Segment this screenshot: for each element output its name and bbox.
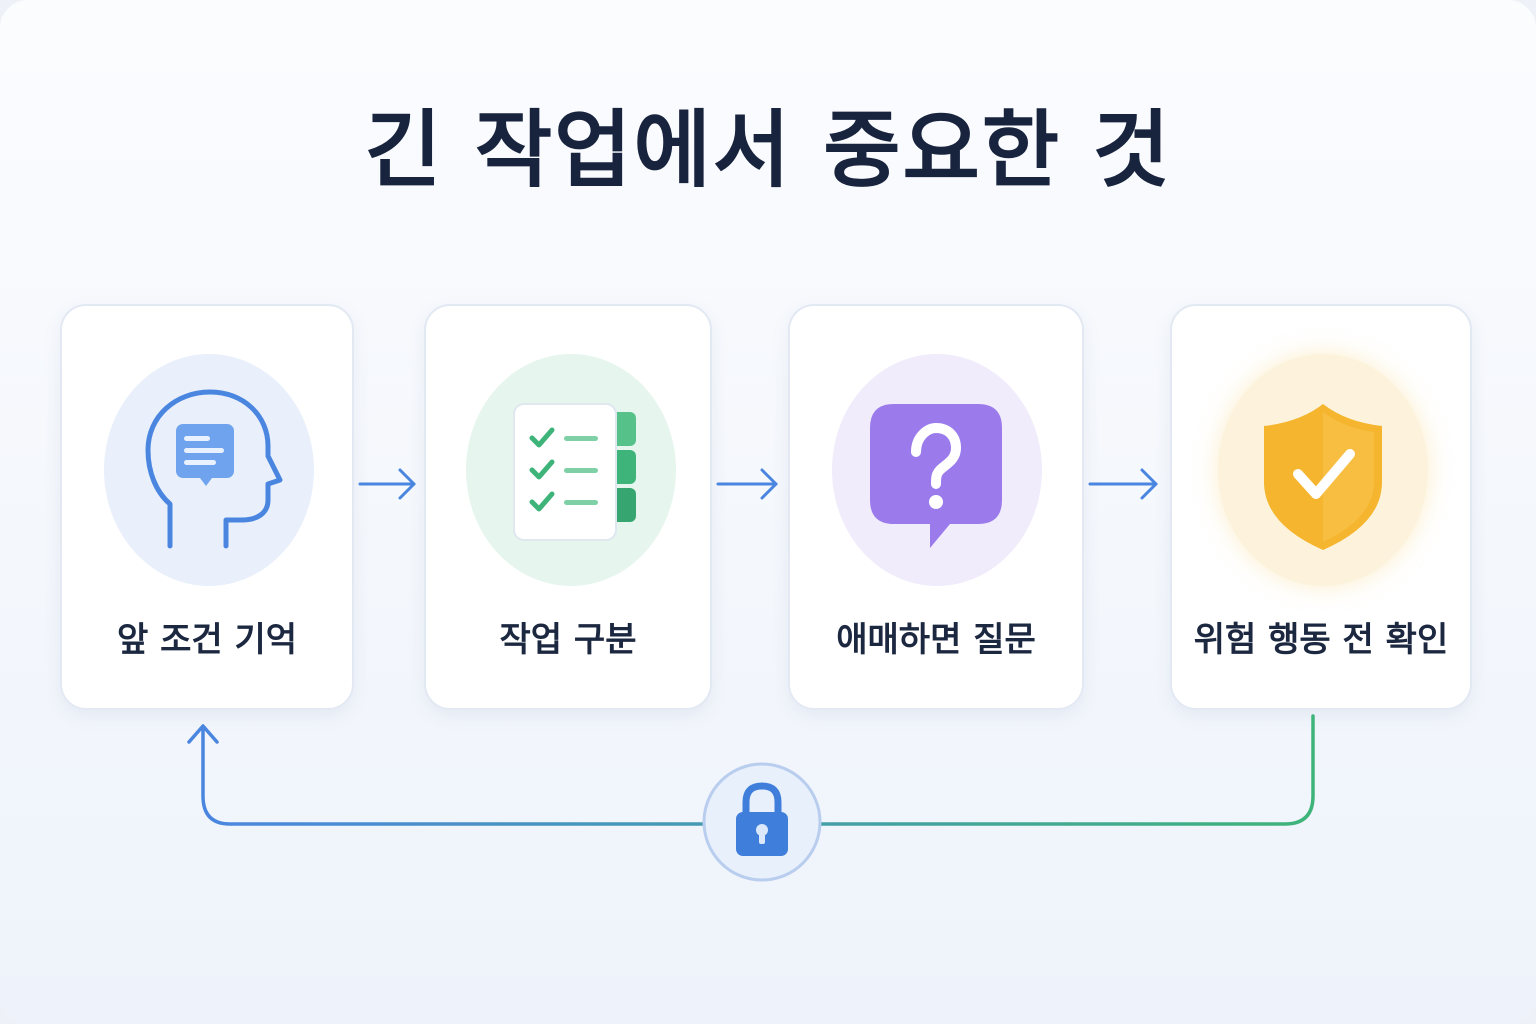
step-label: 작업 구분 (499, 620, 637, 660)
lock-icon (702, 762, 822, 882)
step-label: 위험 행동 전 확인 (1193, 620, 1449, 660)
shield-check-icon (1264, 404, 1382, 550)
arrow-3-to-4 (1088, 468, 1158, 500)
question-bubble-icon (870, 404, 1002, 548)
arrow-2-to-3 (716, 468, 778, 500)
step-card-confirm-before-risk: 위험 행동 전 확인 (1170, 304, 1472, 710)
icon-circle (466, 354, 676, 586)
icon-circle (832, 354, 1042, 586)
icon-circle (104, 354, 314, 586)
step-label: 애매하면 질문 (836, 620, 1036, 660)
step-card-remember-conditions: 앞 조건 기억 (60, 304, 354, 710)
page-title: 긴 작업에서 중요한 것 (364, 101, 1172, 199)
arrow-1-to-2 (358, 468, 416, 500)
step-card-separate-tasks: 작업 구분 (424, 304, 712, 710)
step-card-ask-if-unclear: 애매하면 질문 (788, 304, 1084, 710)
checklist-icon (513, 403, 636, 541)
icon-circle (1218, 354, 1428, 586)
step-label: 앞 조건 기억 (116, 620, 298, 660)
loop-back-arrowhead (187, 724, 219, 744)
head-memory-icon (145, 389, 283, 549)
